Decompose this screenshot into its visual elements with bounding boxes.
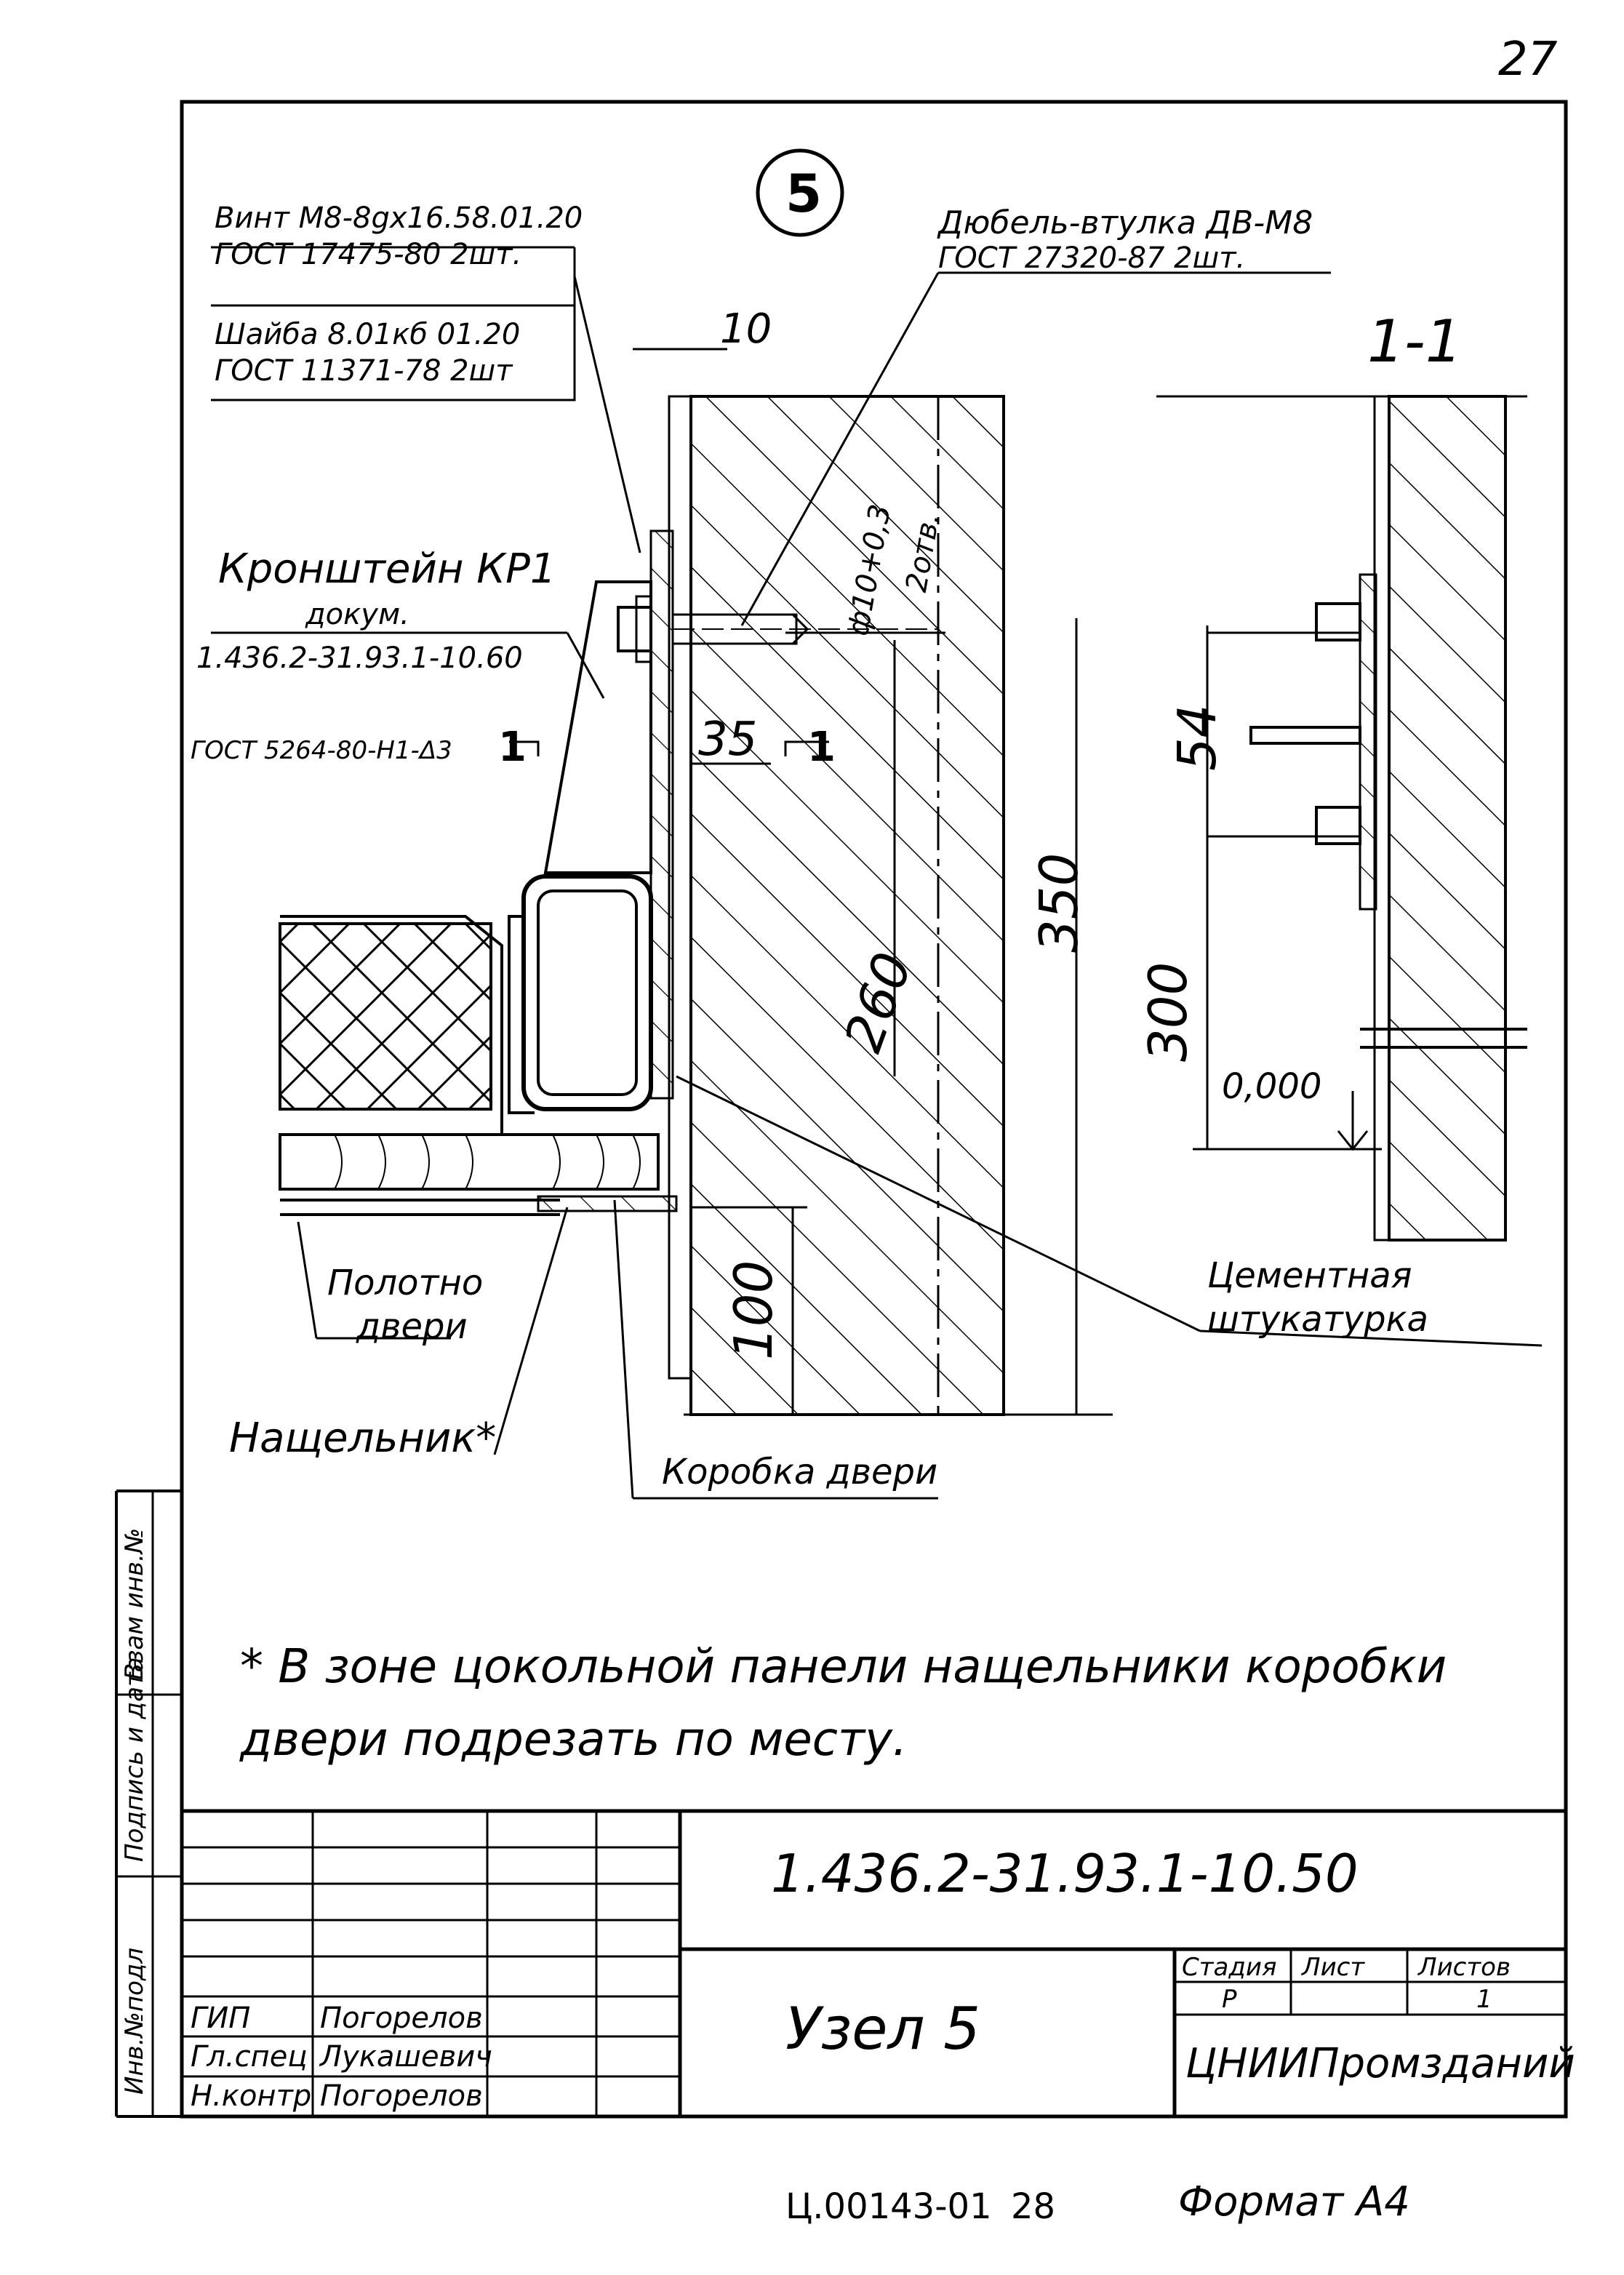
- dubel-label: Дюбель-втулка ДВ-М8: [938, 204, 1313, 241]
- polotno-label-1: Полотно: [327, 1263, 484, 1303]
- shaiba-gost-label: ГОСТ 11371-78 2шт: [215, 354, 513, 388]
- section-title: 1-1: [1367, 308, 1463, 375]
- dim-elevation: 0,000: [1222, 1066, 1322, 1107]
- gost5264-label: ГОСТ 5264-80-Н1-Δ3: [191, 736, 452, 765]
- dim-350: 350: [1028, 852, 1089, 953]
- footer-code: Ц.00143-01: [785, 2186, 992, 2227]
- wall-section: [668, 395, 1005, 1416]
- stamp-podpis: Подпись и дата: [120, 1657, 149, 1862]
- dim-10: 10: [720, 305, 772, 353]
- dim-300: 300: [1137, 961, 1199, 1062]
- footer-format: Формат А4: [1178, 2178, 1410, 2226]
- name-nkontr: Погорелов: [320, 2079, 483, 2113]
- dimension-lines: [633, 348, 1113, 1416]
- sheets-header: Листов: [1418, 1953, 1511, 1982]
- cement-label-1: Цементная: [1207, 1255, 1412, 1296]
- node-number: 5: [785, 163, 823, 224]
- side-stamp: [115, 1490, 182, 2118]
- dim-54: 54: [1167, 704, 1228, 771]
- drawing-code: 1.436.2-31.93.1-10.50: [771, 1843, 1359, 1904]
- stamp-inv-podl: Инв.№подл: [120, 1947, 149, 2095]
- name-glspec: Лукашевич: [320, 2040, 492, 2074]
- organization: ЦНИИПромзданий: [1185, 2040, 1575, 2087]
- dim-100: 100: [723, 1260, 784, 1360]
- section-mark-left: 1: [498, 724, 527, 771]
- note-line-1: * В зоне цокольной панели нащельники кор…: [240, 1640, 1447, 1694]
- node-circle: [756, 148, 844, 237]
- stage-value: Р: [1222, 1985, 1237, 2014]
- door-frame-profile: [508, 874, 653, 1114]
- title-block: [182, 1809, 1566, 2116]
- role-glspec: Гл.спец: [191, 2040, 308, 2074]
- stamp-vzam: Взам инв.№: [120, 1527, 149, 1680]
- vint-gost-label: ГОСТ 17475-80 2шт.: [215, 238, 522, 271]
- dim-35: 35: [698, 713, 758, 767]
- polotno-label-2: двери: [356, 1306, 468, 1347]
- role-gip: ГИП: [191, 2002, 251, 2035]
- vint-label: Винт М8-8gx16.58.01.20: [215, 201, 583, 235]
- bracket-kr1: [543, 529, 938, 1100]
- page-frame: [180, 100, 1568, 2119]
- dubel-gost-label: ГОСТ 27320-87 2шт.: [938, 241, 1246, 275]
- kronshtein-doc1: докум.: [305, 598, 409, 631]
- korobka-label: Коробка двери: [662, 1452, 938, 1492]
- cement-label-2: штукатурка: [1207, 1299, 1428, 1340]
- nashchelnik-label: Нащельник*: [229, 1415, 497, 1462]
- stage-header: Стадия: [1182, 1953, 1277, 1982]
- section-1-1: [1156, 395, 1527, 1242]
- drawing-name: Узел 5: [785, 1995, 980, 2063]
- sheets-value: 1: [1476, 1985, 1492, 2014]
- role-nkontr: Н.контр: [191, 2079, 312, 2113]
- kronshtein-doc2: 1.436.2-31.93.1-10.60: [196, 641, 523, 675]
- note-line-2: двери подрезать по месту.: [240, 1713, 908, 1767]
- footer-page: 28: [1011, 2186, 1056, 2227]
- door-leaf: [279, 915, 678, 1216]
- page-number: 27: [1498, 33, 1558, 87]
- kronshtein-label: Кронштейн КР1: [218, 545, 556, 593]
- shaiba-label: Шайба 8.01кб 01.20: [215, 318, 521, 351]
- name-gip: Погорелов: [320, 2002, 483, 2035]
- sheet-header: Лист: [1302, 1953, 1365, 1982]
- section-mark-right: 1: [807, 724, 836, 771]
